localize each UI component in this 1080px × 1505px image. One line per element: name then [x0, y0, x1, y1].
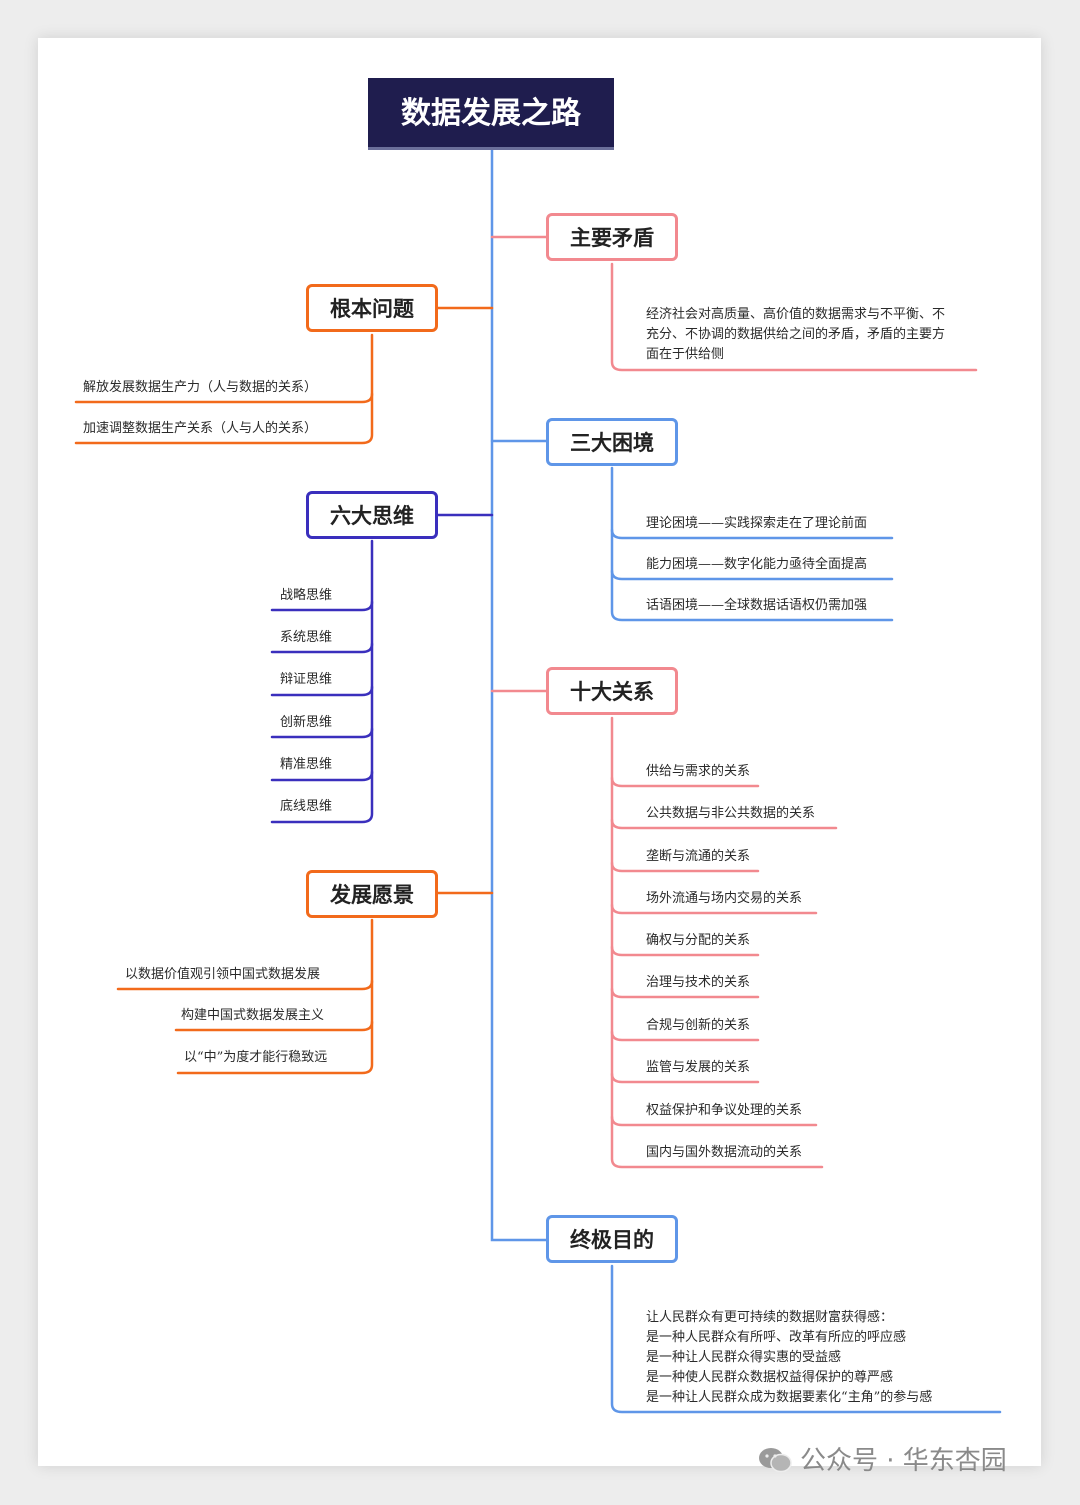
- development-vision-underline: [174, 1020, 374, 1032]
- watermark: 公众号 · 华东杏园: [758, 1440, 1007, 1477]
- fundamental-issue-trunk: [74, 333, 374, 445]
- list-item: 辩证思维: [280, 672, 333, 687]
- three-dilemmas-underline: [610, 528, 894, 540]
- ultimate-purpose-trunk: [610, 1264, 1002, 1414]
- three-dilemmas-underline: [610, 569, 894, 581]
- ten-relations-underline: [610, 1115, 818, 1127]
- paragraph-line: 是一种使人民群众数据权益得保护的尊严感: [646, 1370, 894, 1385]
- ten-relations-underline: [610, 945, 760, 957]
- list-item: 治理与技术的关系: [646, 975, 751, 990]
- list-item: 监管与发展的关系: [646, 1060, 751, 1075]
- paragraph-line: 让人民群众有更可持续的数据财富获得感：: [646, 1310, 894, 1325]
- list-item: 能力困境——数字化能力亟待全面提高: [646, 557, 868, 572]
- spine-line: [490, 148, 548, 1242]
- ten-relations-underline: [610, 1030, 760, 1042]
- list-item: 解放发展数据生产力（人与数据的关系）: [83, 380, 318, 395]
- list-item: 战略思维: [280, 588, 333, 603]
- three-dilemmas-trunk: [610, 466, 894, 622]
- list-item: 系统思维: [280, 630, 333, 645]
- paragraph-line: 是一种人民群众有所呼、改革有所应的呼应感: [646, 1330, 907, 1345]
- node-ultimate-purpose: 终极目的: [546, 1215, 678, 1263]
- six-thinking-underline: [270, 770, 374, 782]
- list-item: 场外流通与场内交易的关系: [646, 891, 803, 906]
- list-item: 以“中”为度才能行稳致远: [184, 1050, 328, 1065]
- paragraph-line: 充分、不协调的数据供给之间的矛盾，矛盾的主要方: [646, 327, 946, 342]
- ten-relations-underline: [610, 987, 760, 999]
- mindmap-card: [38, 38, 1041, 1466]
- six-thinking-underline: [270, 727, 374, 739]
- ten-relations-trunk: [610, 716, 824, 1169]
- list-item: 创新思维: [280, 715, 333, 730]
- list-item: 加速调整数据生产关系（人与人的关系）: [83, 421, 318, 436]
- ten-relations-underline: [610, 776, 760, 788]
- list-item: 以数据价值观引领中国式数据发展: [125, 967, 321, 982]
- six-thinking-underline: [270, 600, 374, 612]
- list-item: 精准思维: [280, 757, 333, 772]
- six-thinking-underline: [270, 685, 374, 697]
- list-item: 供给与需求的关系: [646, 764, 751, 779]
- wechat-icon: [759, 1448, 792, 1473]
- list-item: 国内与国外数据流动的关系: [646, 1145, 803, 1160]
- development-vision-trunk: [176, 918, 374, 1075]
- mindmap-title: 数据发展之路: [368, 78, 614, 150]
- ten-relations-underline: [610, 1072, 760, 1084]
- ultimate-purpose-text: 让人民群众有更可持续的数据财富获得感： 是一种人民群众有所呼、改革有所应的呼应感…: [646, 1308, 932, 1408]
- paragraph-line: 是一种让人民群众成为数据要素化“主角”的参与感: [646, 1390, 933, 1405]
- ten-relations-underline: [610, 903, 818, 915]
- main-contradiction-text: 经济社会对高质量、高价值的数据需求与不平衡、不 充分、不协调的数据供给之间的矛盾…: [646, 305, 945, 365]
- list-item: 公共数据与非公共数据的关系: [646, 806, 816, 821]
- paragraph-line: 经济社会对高质量、高价值的数据需求与不平衡、不: [646, 307, 946, 322]
- ten-relations-underline: [610, 818, 838, 830]
- fundamental-issue-underline: [74, 392, 374, 404]
- node-ten-relations: 十大关系: [546, 667, 678, 715]
- list-item: 话语困境——全球数据话语权仍需加强: [646, 598, 868, 613]
- node-three-dilemmas: 三大困境: [546, 418, 678, 466]
- list-item: 构建中国式数据发展主义: [181, 1008, 325, 1023]
- list-item: 确权与分配的关系: [646, 933, 751, 948]
- list-item: 理论困境——实践探索走在了理论前面: [646, 516, 868, 531]
- list-item: 垄断与流通的关系: [646, 849, 751, 864]
- paragraph-line: 面在于供给侧: [646, 347, 725, 362]
- list-item: 底线思维: [280, 799, 333, 814]
- list-item: 合规与创新的关系: [646, 1018, 751, 1033]
- development-vision-underline: [116, 979, 374, 991]
- six-thinking-trunk: [270, 539, 374, 824]
- node-fundamental-issue: 根本问题: [306, 284, 438, 332]
- node-main-contradiction: 主要矛盾: [546, 213, 678, 261]
- watermark-text: 公众号 · 华东杏园: [800, 1446, 1007, 1476]
- node-development-vision: 发展愿景: [306, 870, 438, 918]
- main-contradiction-trunk: [610, 262, 978, 372]
- list-item: 权益保护和争议处理的关系: [646, 1103, 803, 1118]
- six-thinking-underline: [270, 642, 374, 654]
- paragraph-line: 是一种让人民群众得实惠的受益感: [646, 1350, 842, 1365]
- ten-relations-underline: [610, 861, 760, 873]
- node-six-thinking: 六大思维: [306, 491, 438, 539]
